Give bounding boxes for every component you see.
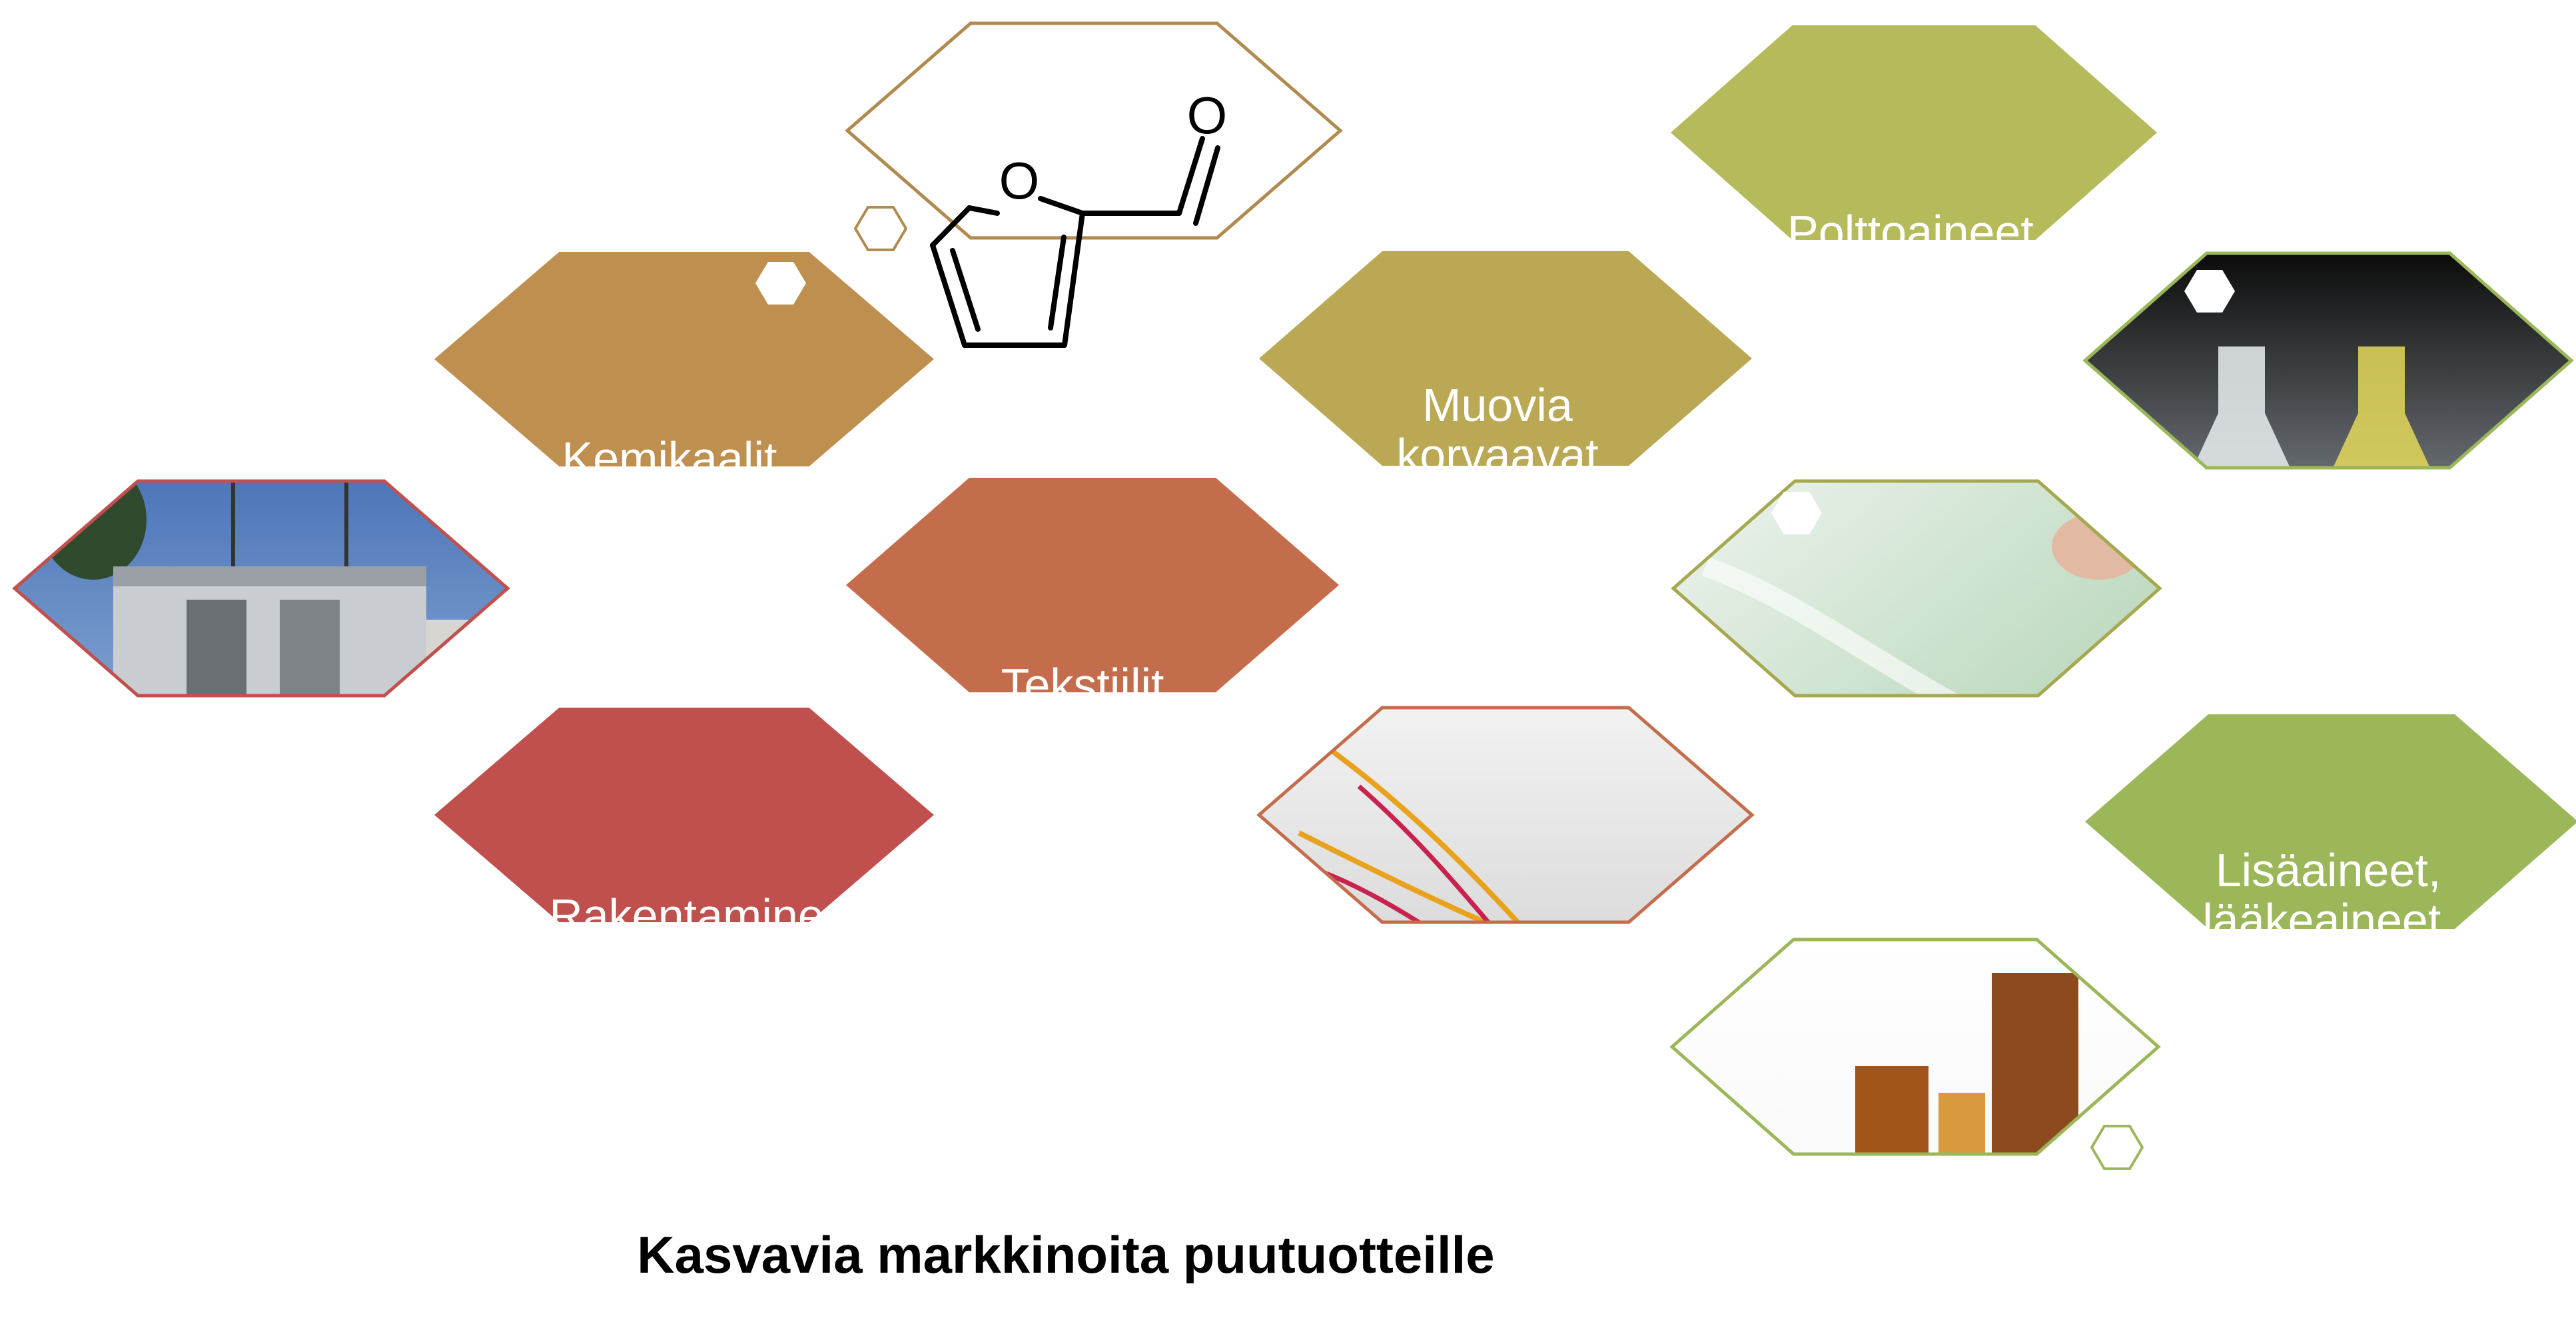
hex-kemikaalit: Kemikaalit [434,252,934,484]
hex-rakentaminen-shape [434,708,934,922]
fiber-outline [1256,706,1755,924]
hex-lisaaineet-label-2: lääkeaineet, [2202,894,2454,946]
accent-hex-lab [2184,270,2235,313]
accent-hex-film [1771,492,1822,534]
hex-rakentaminen-label: Rakentaminen [549,890,849,942]
accent-hex-polttoaineet [2094,215,2145,258]
diagram-title: Kasvavia markkinoita puutuotteille [637,1225,1494,1284]
medicines-outline [1669,938,2161,1156]
hex-lisaaineet-shape [2085,714,2576,929]
accent-hex-molecule [853,206,908,251]
photo-hex-fiber [1256,706,1755,924]
hex-polttoaineet-shape [1671,25,2157,240]
hex-rakentaminen: Rakentaminen [434,708,934,942]
furfural-structure [930,136,1220,348]
photo-hex-construction [12,479,510,698]
accent-hex-muovia [1679,440,1729,482]
accent-hex-medicines [2090,1125,2144,1170]
hex-lisaaineet: Lisäaineet, lääkeaineet, yms. [2085,714,2576,996]
hex-lisaaineet-label-3: yms. [2279,944,2377,996]
lab-outline [2082,251,2574,470]
hex-muovia-label-2: korvaavat [1396,429,1598,481]
medicines-photo [1672,940,2158,1154]
hex-tekstiilit-label: Tekstiilit [1001,659,1164,711]
accent-hex-lisaaineet [2188,1078,2238,1121]
accent-hexes [348,206,2238,1170]
plastic-film-photo [1673,481,2160,696]
hex-tekstiilit-shape [846,478,1339,692]
photo-hex-lab [2082,251,2574,470]
hex-muovia: Muovia korvaavat tuotteet [1259,251,1752,531]
hex-muovia-label-1: Muovia [1422,379,1573,431]
film-outline [1671,479,2162,698]
hex-muovia-label-3: tuotteet [1420,479,1575,531]
construction-outline [12,479,510,698]
oxygen-aldehyde-label: O [1187,86,1228,145]
photo-hex-medicines [1669,938,2161,1156]
hex-muovia-shape [1259,251,1752,466]
accent-hex-rakentaminen [442,897,493,940]
hex-polttoaineet: Polttoaineet [1671,25,2157,258]
hex-tekstiilit: Tekstiilit [846,478,1339,711]
hex-molecule: O O [845,21,1343,348]
photo-hex-film [1671,479,2162,698]
hex-molecule-shape [845,21,1343,240]
accent-hex-fiber [1268,900,1319,942]
hex-lisaaineet-label-1: Lisäaineet, [2216,844,2441,896]
accent-hex-tekstiilit [1176,842,1226,884]
oxygen-ring-label: O [999,151,1040,210]
hex-kemikaalit-label: Kemikaalit [562,432,777,484]
accent-hex-construction [348,842,398,884]
hex-polttoaineet-label: Polttoaineet [1787,206,2034,258]
hex-kemikaalit-shape [434,252,934,466]
accent-hex-kemikaalit [755,262,806,305]
